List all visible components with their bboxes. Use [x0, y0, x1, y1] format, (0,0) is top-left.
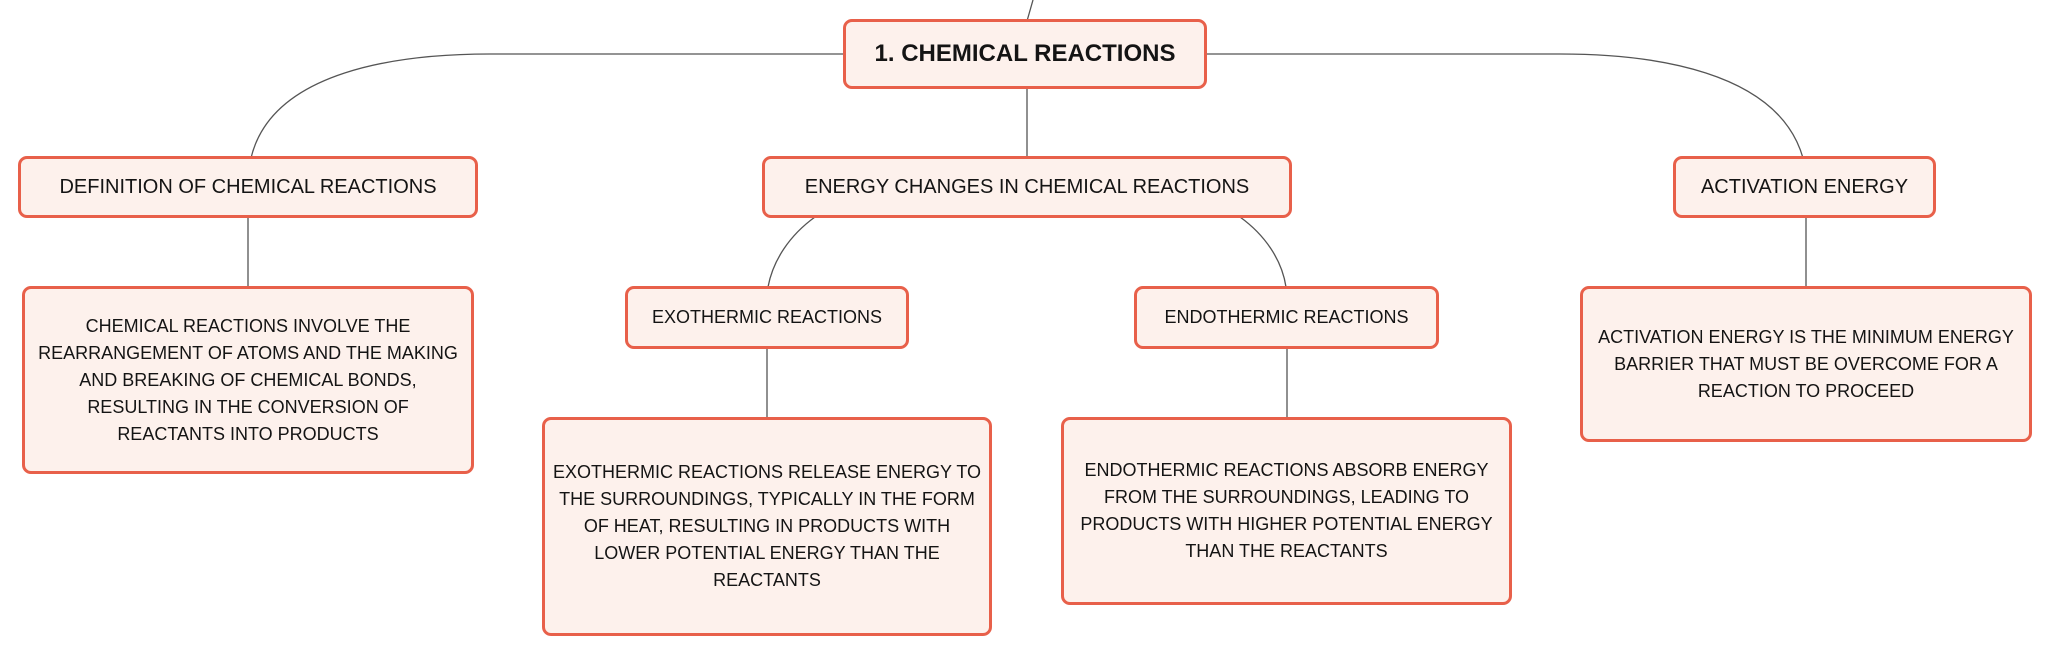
activation-energy-node-label: ACTIVATION ENERGY — [1700, 175, 1909, 198]
connector-root-definition — [250, 53, 846, 159]
endothermic-detail-node[interactable]: ENDOTHERMIC REACTIONS ABSORB ENERGY FROM… — [1061, 417, 1512, 605]
exothermic-node[interactable]: EXOTHERMIC REACTIONS — [625, 286, 909, 349]
definition-detail-node[interactable]: CHEMICAL REACTIONS INVOLVE THE REARRANGE… — [22, 286, 474, 474]
definition-node-label: DEFINITION OF CHEMICAL REACTIONS — [59, 175, 437, 198]
activation-detail-node[interactable]: ACTIVATION ENERGY IS THE MINIMUM ENERGY … — [1580, 286, 2032, 442]
endothermic-detail-text: ENDOTHERMIC REACTIONS ABSORB ENERGY FROM… — [1080, 460, 1493, 561]
activation-energy-node[interactable]: ACTIVATION ENERGY — [1673, 156, 1936, 218]
exothermic-detail-text: EXOTHERMIC REACTIONS RELEASE ENERGY TO T… — [552, 462, 982, 590]
energy-changes-node[interactable]: ENERGY CHANGES IN CHEMICAL REACTIONS — [762, 156, 1292, 218]
connector-energy-endothermic — [1239, 216, 1287, 288]
definition-node[interactable]: DEFINITION OF CHEMICAL REACTIONS — [18, 156, 478, 218]
exothermic-detail-node[interactable]: EXOTHERMIC REACTIONS RELEASE ENERGY TO T… — [542, 417, 992, 636]
root-node[interactable]: 1. CHEMICAL REACTIONS — [843, 19, 1207, 89]
definition-detail-text: CHEMICAL REACTIONS INVOLVE THE REARRANGE… — [38, 315, 458, 444]
activation-detail-text: ACTIVATION ENERGY IS THE MINIMUM ENERGY … — [1598, 326, 2014, 401]
exothermic-node-label: EXOTHERMIC REACTIONS — [651, 307, 883, 327]
endothermic-node[interactable]: ENDOTHERMIC REACTIONS — [1134, 286, 1439, 349]
connector-root-parent — [1026, 0, 1034, 22]
connector-root-activation — [1206, 53, 1804, 159]
root-node-label: 1. CHEMICAL REACTIONS — [874, 40, 1176, 67]
endothermic-node-label: ENDOTHERMIC REACTIONS — [1164, 307, 1409, 327]
connector-energy-exothermic — [767, 216, 816, 288]
energy-changes-node-label: ENERGY CHANGES IN CHEMICAL REACTIONS — [804, 175, 1250, 198]
